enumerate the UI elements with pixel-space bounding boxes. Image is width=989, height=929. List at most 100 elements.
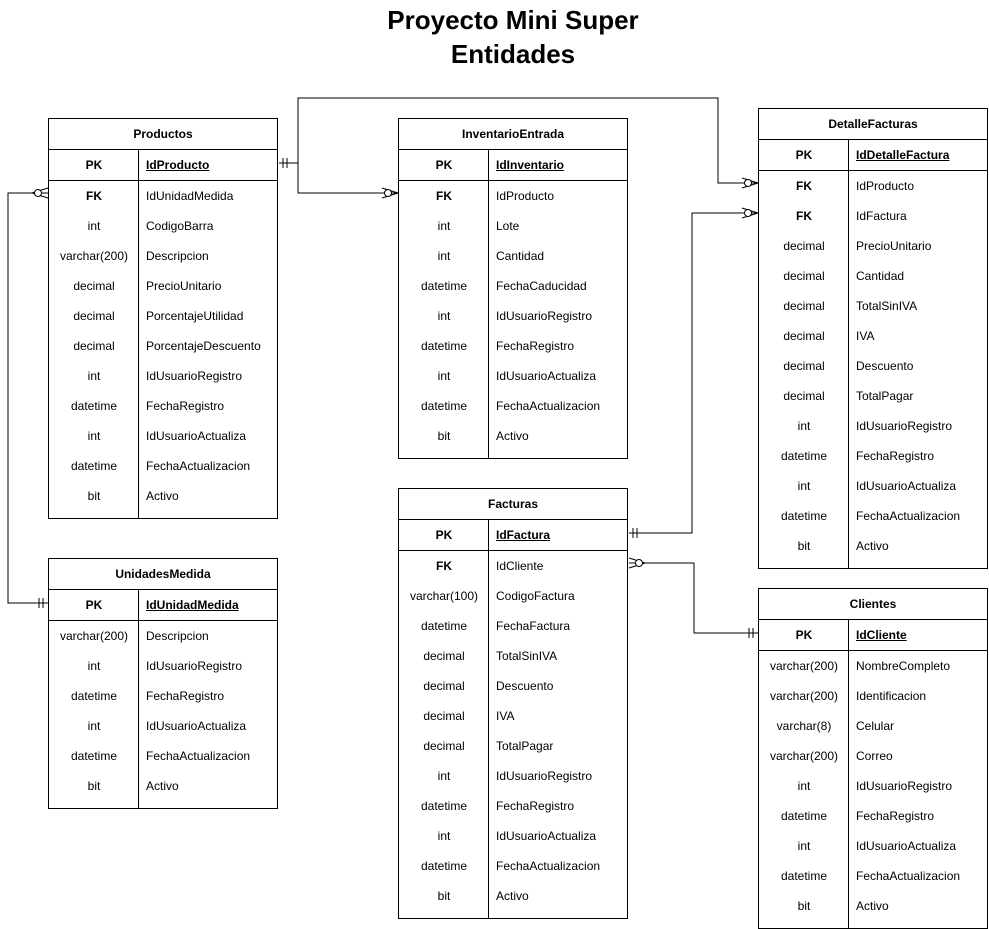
attribute-row[interactable]: decimal PorcentajeUtilidad <box>49 301 277 331</box>
attribute-row[interactable]: varchar(200)NombreCompleto <box>759 651 987 681</box>
attribute-name: IdDetalleFactura <box>856 148 950 162</box>
attribute-row[interactable]: varchar(200)Correo <box>759 741 987 771</box>
attribute-type: decimal <box>423 739 465 753</box>
attribute-name: FechaRegistro <box>496 339 575 353</box>
attribute-row[interactable]: varchar(200)Descripcion <box>49 621 277 651</box>
attribute-type: decimal <box>783 359 825 373</box>
attribute-type: datetime <box>420 799 468 813</box>
attribute-row[interactable]: varchar(200)Identificacion <box>759 681 987 711</box>
attribute-name: PorcentajeUtilidad <box>146 309 244 323</box>
entity-name: UnidadesMedida <box>49 559 277 590</box>
attribute-name: FechaActualizacion <box>496 399 601 413</box>
attribute-row[interactable]: int IdUsuarioRegistro <box>399 761 627 791</box>
attribute-type: datetime <box>780 509 828 523</box>
attribute-type: PK <box>85 158 103 172</box>
attribute-type: datetime <box>420 859 468 873</box>
attribute-type: int <box>437 769 451 783</box>
attribute-type: decimal <box>73 309 115 323</box>
attribute-type: decimal <box>783 329 825 343</box>
attribute-name: IdProducto <box>146 158 210 172</box>
attribute-type: decimal <box>73 339 115 353</box>
attribute-type: bit <box>87 489 101 503</box>
attribute-name: IdUsuarioRegistro <box>496 769 593 783</box>
attribute-type: datetime <box>420 279 468 293</box>
attribute-name: IdProducto <box>496 189 555 203</box>
attribute-name: FechaRegistro <box>856 449 935 463</box>
attribute-row[interactable]: varchar(8)Celular <box>759 711 987 741</box>
primary-key-row[interactable]: PK IdProducto <box>49 150 277 181</box>
attribute-type: datetime <box>420 619 468 633</box>
attribute-type: decimal <box>73 279 115 293</box>
attribute-type: varchar(200) <box>59 249 129 263</box>
attribute-type: FK <box>796 209 812 223</box>
attribute-row[interactable]: varchar(200)Descripcion <box>49 241 277 271</box>
attribute-row[interactable]: varchar(100)CodigoFactura <box>399 581 627 611</box>
